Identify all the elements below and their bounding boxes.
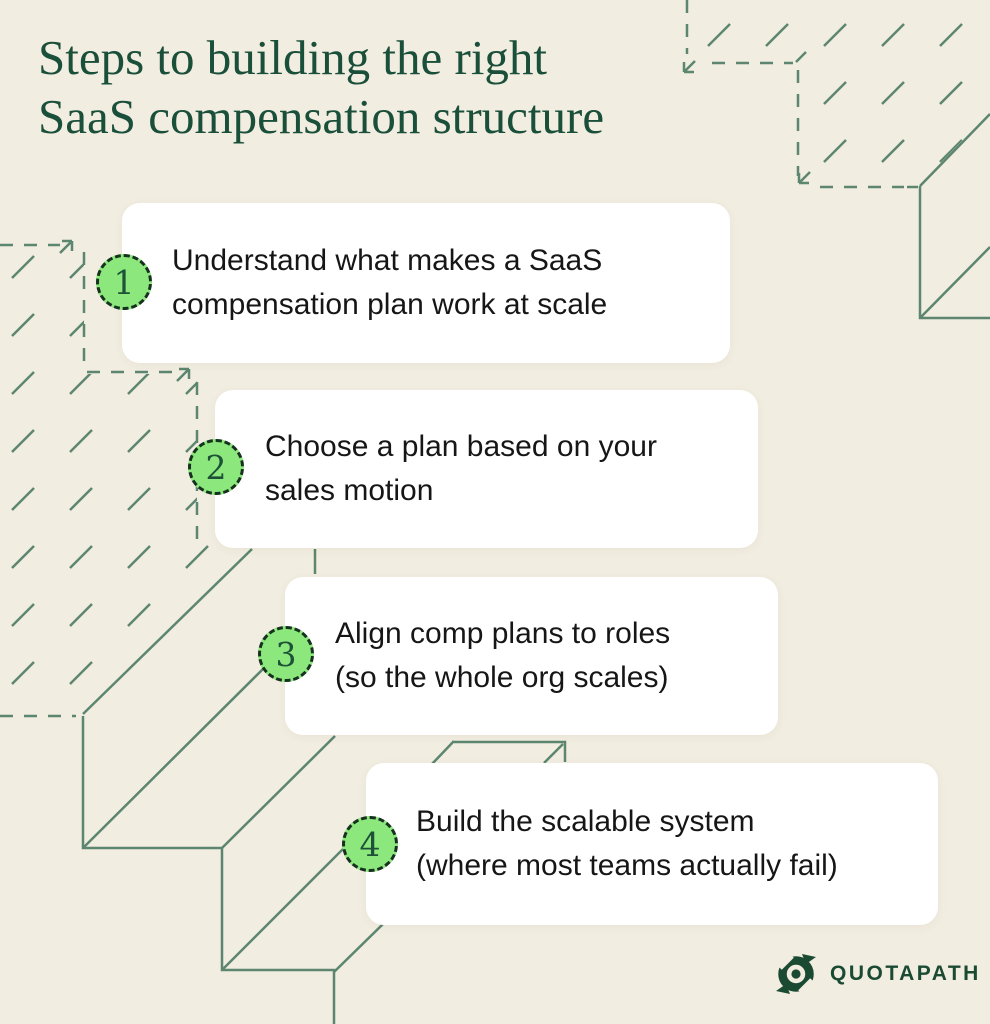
step-card-3: Align comp plans to roles (so the whole … <box>285 577 778 735</box>
step-number-badge-2: 2 <box>188 439 244 495</box>
step-card-4: Build the scalable system (where most te… <box>366 763 938 925</box>
arrow-up-right-icon <box>59 239 191 382</box>
step-3-line2: (so the whole org scales) <box>335 661 669 694</box>
page-title: Steps to building the right SaaS compens… <box>38 28 604 146</box>
step-card-1: Understand what makes a SaaS compensatio… <box>122 203 730 363</box>
step-text-2: Choose a plan based on your sales motion <box>215 425 677 513</box>
step-number-badge-4: 4 <box>342 816 398 872</box>
step-4-line1: Build the scalable system <box>416 805 755 838</box>
quotapath-logo-icon <box>776 954 816 994</box>
step-number-badge-3: 3 <box>258 626 314 682</box>
step-number-badge-1: 1 <box>96 254 152 310</box>
hatch-wall-left <box>0 252 246 713</box>
step-1-line1: Understand what makes a SaaS <box>172 244 603 277</box>
page-title-line1: Steps to building the right <box>38 30 548 85</box>
quotapath-logo: QUOTAPATH <box>772 950 981 998</box>
step-text-1: Understand what makes a SaaS compensatio… <box>122 239 627 327</box>
arrow-down-left-icon <box>682 60 811 185</box>
step-4-line2: (where most teams actually fail) <box>416 849 838 882</box>
step-text-3: Align comp plans to roles (so the whole … <box>285 612 690 700</box>
quotapath-wordmark: QUOTAPATH <box>830 962 981 985</box>
step-card-2: Choose a plan based on your sales motion <box>215 390 758 548</box>
step-1-line2: compensation plan work at scale <box>172 288 608 321</box>
solid-staircase-edges <box>81 51 990 1024</box>
step-3-line1: Align comp plans to roles <box>335 617 671 650</box>
hatch-wall-top-right <box>689 0 990 184</box>
step-2-line1: Choose a plan based on your <box>265 430 657 463</box>
step-text-4: Build the scalable system (where most te… <box>366 800 858 888</box>
page-title-line2: SaaS compensation structure <box>38 89 605 144</box>
step-2-line2: sales motion <box>265 474 434 507</box>
